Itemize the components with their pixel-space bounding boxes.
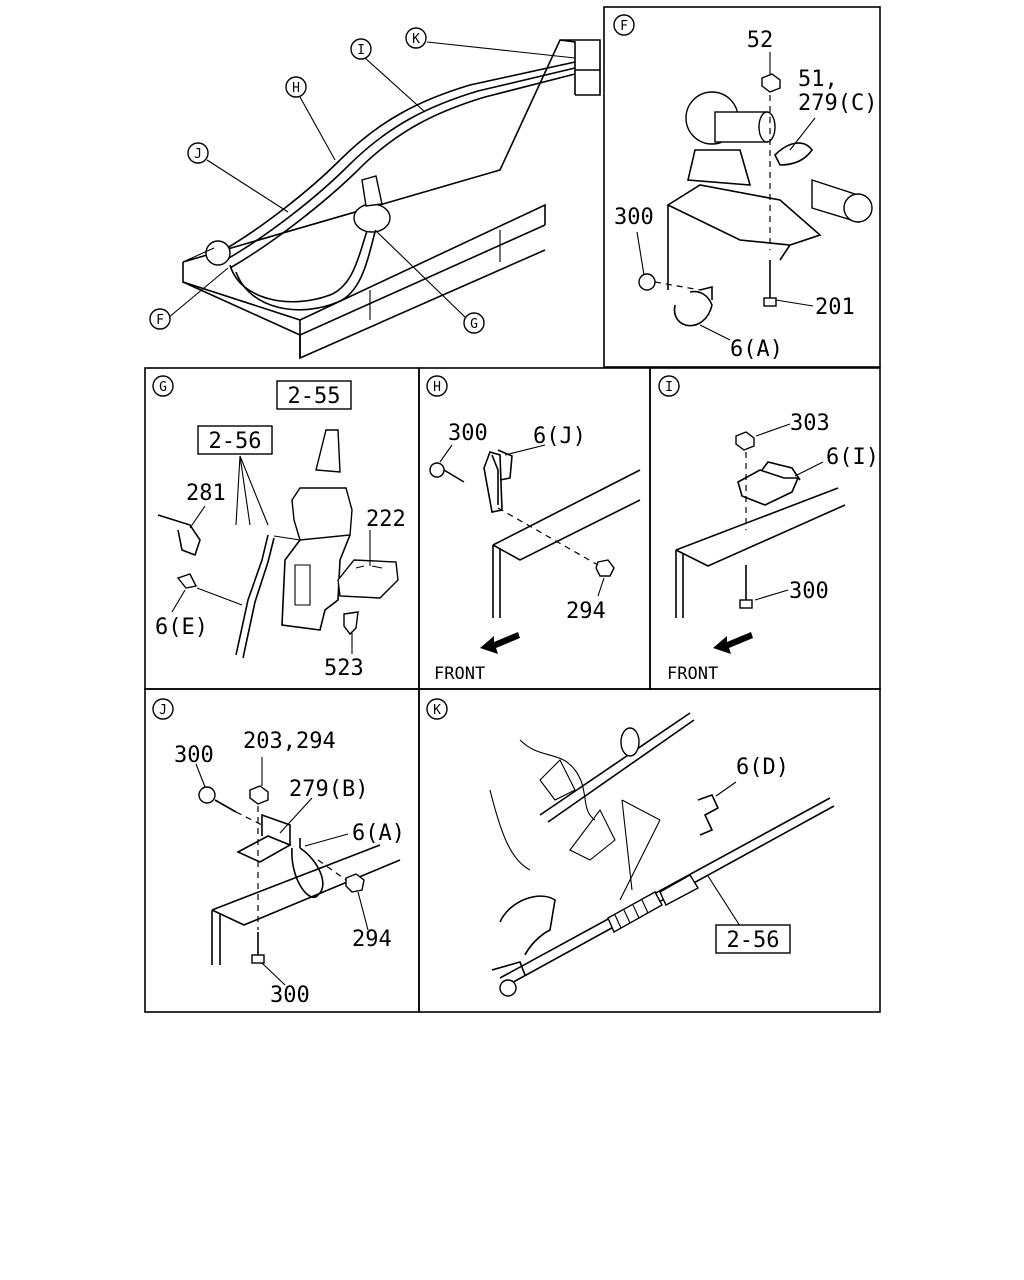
callout-F: F bbox=[149, 308, 171, 330]
part-6E: 6(E) bbox=[155, 615, 208, 640]
panel-H: H FRONT 300 6(J) 294 bbox=[418, 367, 651, 690]
panel-G: G 2-55 2-56 281 222 6(E) 5 bbox=[144, 367, 420, 690]
part-303: 303 bbox=[790, 411, 830, 436]
panel-G-letter: G bbox=[159, 380, 167, 395]
ref-2-56-G: 2-56 bbox=[209, 429, 262, 454]
panel-J-letter: J bbox=[159, 703, 167, 718]
overview-illustration: K I H J F G bbox=[149, 27, 601, 360]
part-6A-F: 6(A) bbox=[730, 337, 783, 362]
part-222: 222 bbox=[366, 507, 406, 532]
callout-K: K bbox=[405, 27, 427, 49]
part-279B: 279(B) bbox=[289, 777, 368, 802]
callout-H: H bbox=[285, 76, 307, 98]
part-51: 51, bbox=[798, 67, 838, 92]
panel-J: J 300 203,294 279(B) 6(A) bbox=[144, 688, 420, 1013]
part-6A-J: 6(A) bbox=[352, 821, 405, 846]
part-6D: 6(D) bbox=[736, 755, 789, 780]
panel-H-letter: H bbox=[433, 380, 441, 395]
ref-2-56-K: 2-56 bbox=[727, 928, 780, 953]
panel-K: K 6(D) 2-56 bbox=[418, 688, 881, 1013]
front-label-I: FRONT bbox=[667, 664, 718, 684]
part-281: 281 bbox=[186, 481, 226, 506]
panel-F-letter: F bbox=[620, 19, 628, 34]
svg-text:H: H bbox=[292, 81, 300, 96]
panel-I-letter: I bbox=[665, 380, 673, 395]
callout-G: G bbox=[463, 312, 485, 334]
part-201: 201 bbox=[815, 295, 855, 320]
part-294-H: 294 bbox=[566, 599, 606, 624]
svg-text:I: I bbox=[357, 43, 365, 58]
part-6J: 6(J) bbox=[533, 424, 586, 449]
part-279C: 279(C) bbox=[798, 91, 877, 116]
panel-F: F 52 51, 279(C) 300 201 bbox=[603, 6, 881, 368]
part-300-J-top: 300 bbox=[174, 743, 214, 768]
ref-2-55: 2-55 bbox=[288, 384, 341, 409]
part-300-F: 300 bbox=[614, 205, 654, 230]
part-52: 52 bbox=[747, 28, 774, 53]
svg-text:J: J bbox=[194, 147, 202, 162]
callout-J: J bbox=[187, 142, 209, 164]
svg-text:K: K bbox=[412, 32, 420, 47]
part-294-J: 294 bbox=[352, 927, 392, 952]
part-300-H: 300 bbox=[448, 421, 488, 446]
svg-text:G: G bbox=[470, 317, 478, 332]
callout-I: I bbox=[350, 38, 372, 60]
part-300-I: 300 bbox=[789, 579, 829, 604]
panel-K-letter: K bbox=[433, 703, 441, 718]
svg-text:F: F bbox=[156, 313, 164, 328]
part-6I: 6(I) bbox=[826, 445, 879, 470]
panel-I: I FRONT 303 6(I) 300 bbox=[649, 367, 881, 690]
part-203-294: 203,294 bbox=[243, 729, 336, 754]
part-523: 523 bbox=[324, 656, 364, 681]
front-label-H: FRONT bbox=[434, 664, 485, 684]
part-300-J-bottom: 300 bbox=[270, 983, 310, 1008]
